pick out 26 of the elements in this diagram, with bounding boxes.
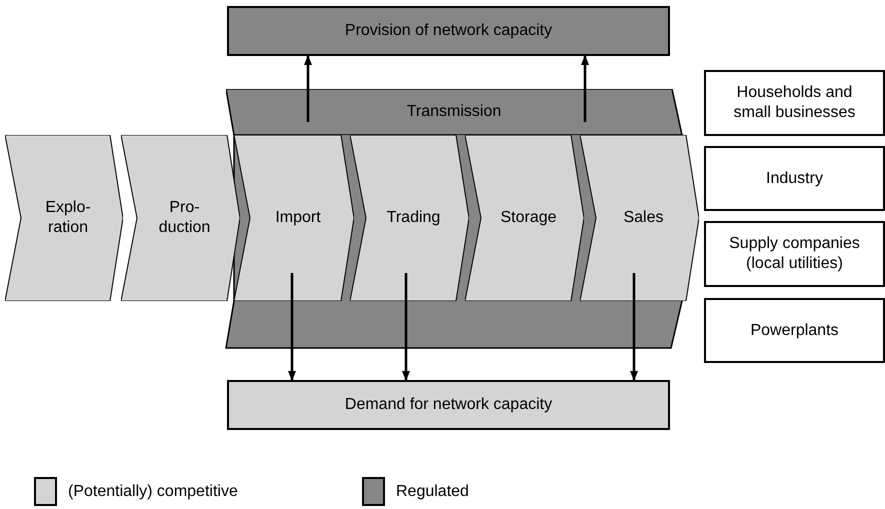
node-label: Sales — [622, 208, 665, 228]
node-label: Industry — [766, 168, 823, 188]
legend-label: Regulated — [396, 482, 469, 502]
arrow — [402, 273, 410, 381]
node-label: Powerplants — [750, 320, 839, 340]
customer-box — [704, 70, 885, 136]
customer-box — [704, 146, 885, 211]
node-label: Import — [274, 208, 322, 228]
node-label: Supply companies (local utilities) — [728, 234, 861, 274]
node-label: Households and small businesses — [732, 83, 856, 123]
arrow — [304, 55, 312, 122]
node-label: Demand for network capacity — [344, 395, 552, 415]
arrow — [630, 273, 638, 381]
node-label: Explo-ration — [44, 198, 92, 238]
legend-label: (Potentially) competitive — [68, 482, 238, 502]
node-label: Transmission — [406, 102, 502, 122]
node-label: Provision of network capacity — [344, 21, 552, 41]
customer-box — [704, 298, 885, 363]
node-label: Storage — [499, 208, 558, 228]
node-label: Trading — [386, 208, 442, 228]
process-box — [227, 6, 670, 56]
node-label: Pro-duction — [158, 198, 212, 238]
customer-box — [704, 221, 885, 287]
arrow — [288, 273, 296, 381]
arrow — [581, 55, 589, 122]
process-box — [227, 380, 670, 430]
